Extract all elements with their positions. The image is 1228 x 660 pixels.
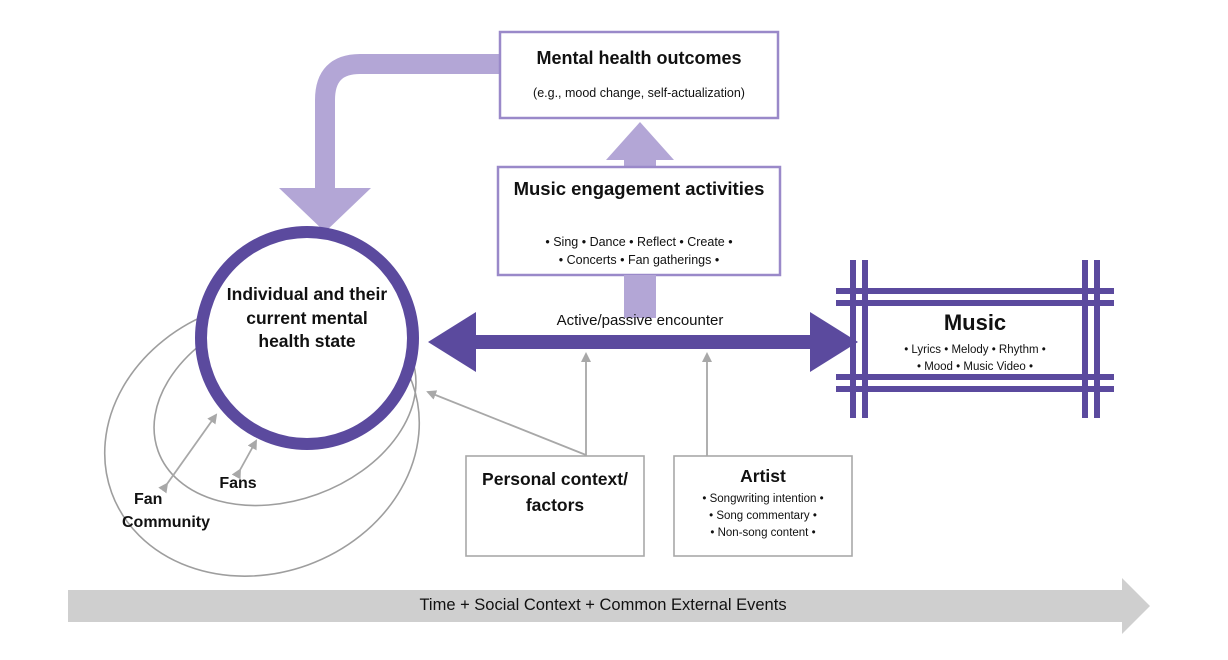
engagement-title: Music engagement activities <box>513 178 765 199</box>
personal-to-individual-arrow <box>426 390 587 456</box>
encounter-arrow-left-head <box>428 312 476 372</box>
music-items-line1: • Lyrics • Melody • Rhythm • <box>904 344 1046 356</box>
engagement-items-line1: • Sing • Dance • Reflect • Create • <box>545 235 733 249</box>
engagement-to-outcomes-head <box>606 122 674 160</box>
artist-items-line1: • Songwriting intention • <box>702 493 824 505</box>
engagement-items: • Sing • Dance • Reflect • Create • • Co… <box>498 233 780 269</box>
encounter-arrow-shaft <box>470 335 820 349</box>
outcomes-subtitle: (e.g., mood change, self-actualization) <box>533 86 745 100</box>
music-frame-inner <box>868 306 1082 374</box>
fan-community-label: Fan Community <box>122 488 252 534</box>
music-frame <box>836 260 1114 418</box>
individual-circle <box>195 226 419 450</box>
music-items: • Lyrics • Melody • Rhythm • • Mood • Mu… <box>868 342 1082 376</box>
outcomes-box <box>498 30 780 120</box>
individual-label: Individual and their current mental heal… <box>226 284 388 351</box>
fan-community-line1: Fan <box>134 491 163 508</box>
personal-box <box>465 455 645 557</box>
artist-items-line3: • Non-song content • <box>710 527 816 539</box>
music-items-line2: • Mood • Music Video • <box>916 361 1034 373</box>
outcomes-title: Mental health outcomes <box>536 48 742 68</box>
fans-double-arrow <box>231 439 257 480</box>
personal-label: Personal context/ factors <box>482 469 628 515</box>
artist-items: • Songwriting intention • • Song comment… <box>674 491 852 542</box>
artist-items-line2: • Song commentary • <box>709 510 817 522</box>
fans-label: Fans <box>219 475 257 492</box>
engagement-items-line2: • Concerts • Fan gatherings • <box>558 253 720 267</box>
engagement-box <box>496 165 782 277</box>
timeline-label: Time + Social Context + Common External … <box>419 596 787 614</box>
timeline-arrow <box>68 578 1150 634</box>
feedback-arrow-head <box>279 188 371 232</box>
artist-title: Artist <box>740 466 786 486</box>
fan-community-double-arrow <box>158 413 218 494</box>
artist-box <box>673 455 853 557</box>
encounter-label: Active/passive encounter <box>556 312 724 329</box>
fan-community-line2: Community <box>122 514 210 531</box>
music-title: Music <box>943 310 1007 335</box>
feedback-arrow-body <box>315 54 500 188</box>
encounter-arrow-right-head <box>810 312 858 372</box>
engagement-shaft-overlap <box>624 275 656 318</box>
